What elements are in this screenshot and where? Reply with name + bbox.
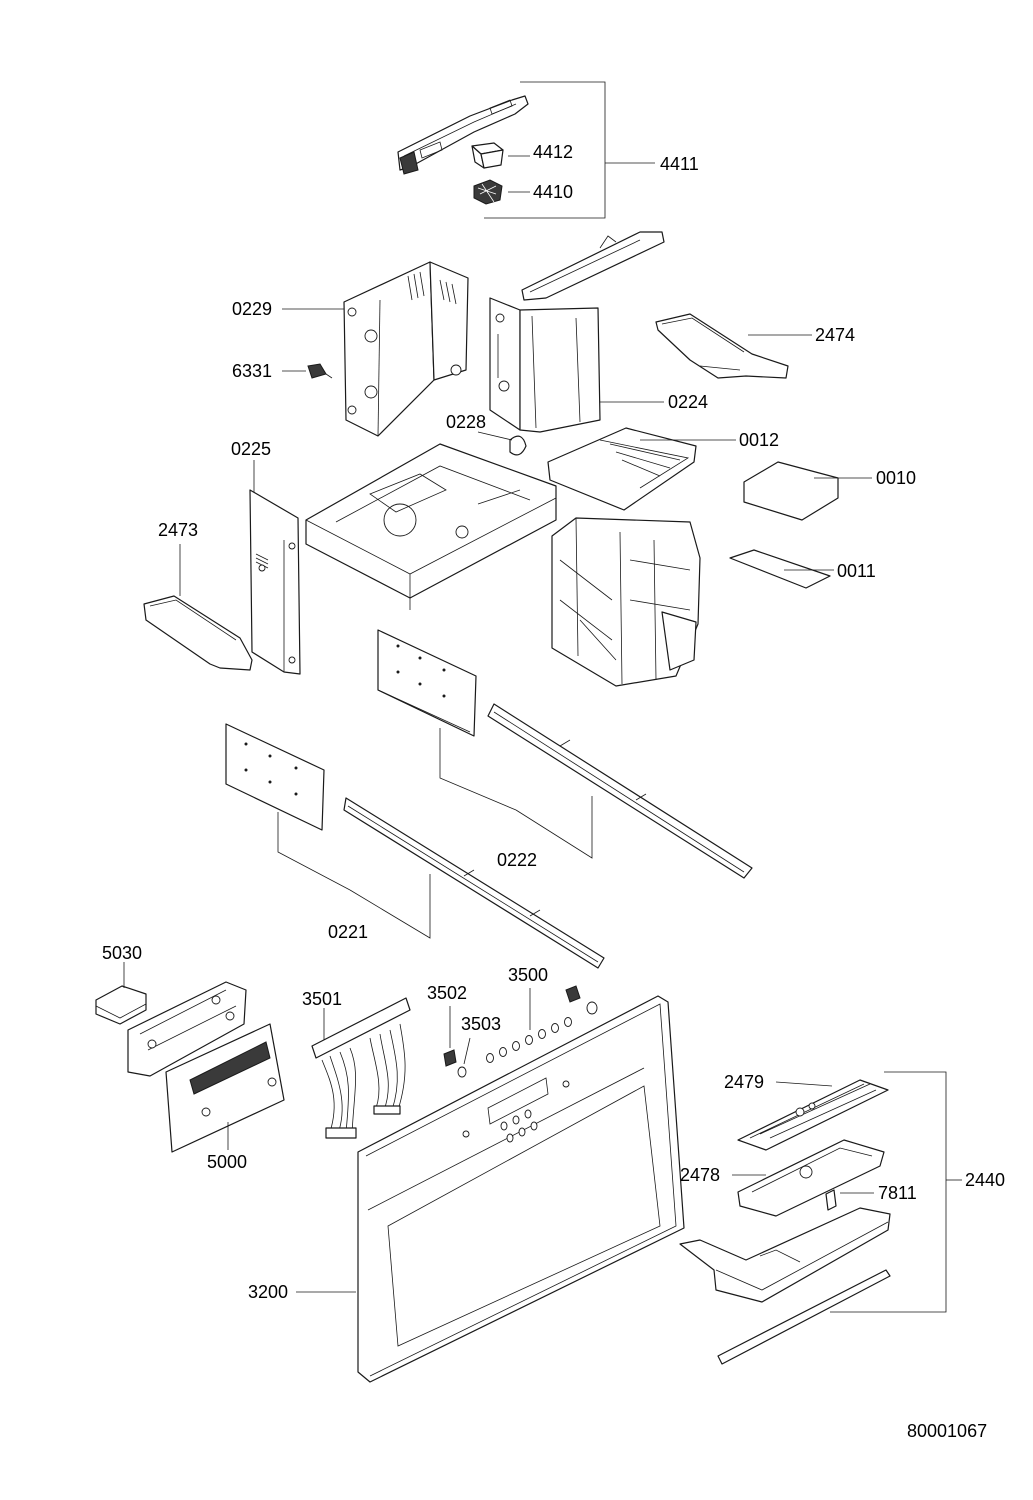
part-base-chassis [305,443,557,610]
callout-3502: 3502 [427,983,467,1003]
part-4411-handle [397,95,529,175]
leader-2479 [775,1081,833,1087]
part-drip-tray-bar [717,1269,891,1365]
part-2473-tray [143,595,253,671]
callout-0012: 0012 [739,430,779,450]
callout-3501: 3501 [302,989,342,1009]
part-0010-cover [743,461,839,521]
part-3503-button [457,1066,467,1078]
leader-0228 [477,431,513,441]
leader-0222 [439,728,593,859]
callout-0228: 0228 [446,412,486,432]
part-0011-cover [729,549,831,589]
callout-0224: 0224 [668,392,708,412]
part-4412-cup [471,142,504,169]
callout-5030: 5030 [102,943,142,963]
callout-0225: 0225 [231,439,271,459]
part-control-housing [127,981,247,1077]
callout-0010: 0010 [876,468,916,488]
part-7811-valve [825,1189,837,1211]
callout-0011: 0011 [837,561,876,581]
part-0012-lid [547,427,697,511]
part-0222-rail [487,703,753,879]
part-2478-insert [737,1139,885,1217]
leader-0221 [277,812,431,939]
callout-5000: 5000 [207,1152,247,1172]
part-0222-plate [377,629,477,737]
part-3200-front-panel [357,995,685,1383]
callout-3200: 3200 [248,1282,288,1302]
part-0224-side-panel [489,297,601,433]
callout-4412: 4412 [533,142,573,162]
callout-2440: 2440 [965,1170,1005,1190]
leader-4411 [484,81,655,219]
callout-0222: 0222 [497,850,537,870]
part-2474-tray [655,313,789,379]
part-4410-filter [473,179,503,205]
part-brewing-unit [551,517,701,687]
part-drip-tray [679,1207,891,1303]
callout-0221: 0221 [328,922,368,942]
document-number: 80001067 [907,1421,987,1441]
callout-3500: 3500 [508,965,548,985]
part-6331-switch [307,363,333,379]
callout-2474: 2474 [815,325,855,345]
part-5000-display-board [165,1023,285,1153]
callout-4411: 4411 [660,154,699,174]
part-2479-grid [737,1079,889,1151]
leader-2440 [830,1071,962,1313]
part-3500-buttons [486,985,598,1063]
callout-3503: 3503 [461,1014,501,1034]
leader-3503 [463,1037,471,1065]
part-0225-strip [249,489,301,675]
part-3501-ribbon-cables [311,997,411,1139]
callout-2478: 2478 [680,1165,720,1185]
part-0221-plate [225,723,325,831]
part-0224-rail-top [521,231,665,301]
part-3502-knob [443,1049,457,1067]
part-0221-rail [343,797,605,969]
callout-2473: 2473 [158,520,198,540]
callout-7811: 7811 [878,1183,917,1203]
callout-6331: 6331 [232,361,272,381]
part-0228-gasket [509,435,527,456]
callout-2479: 2479 [724,1072,764,1092]
part-0229-rear-panel [343,261,469,437]
callout-0229: 0229 [232,299,272,319]
part-5030-board [95,985,147,1025]
callout-4410: 4410 [533,182,573,202]
